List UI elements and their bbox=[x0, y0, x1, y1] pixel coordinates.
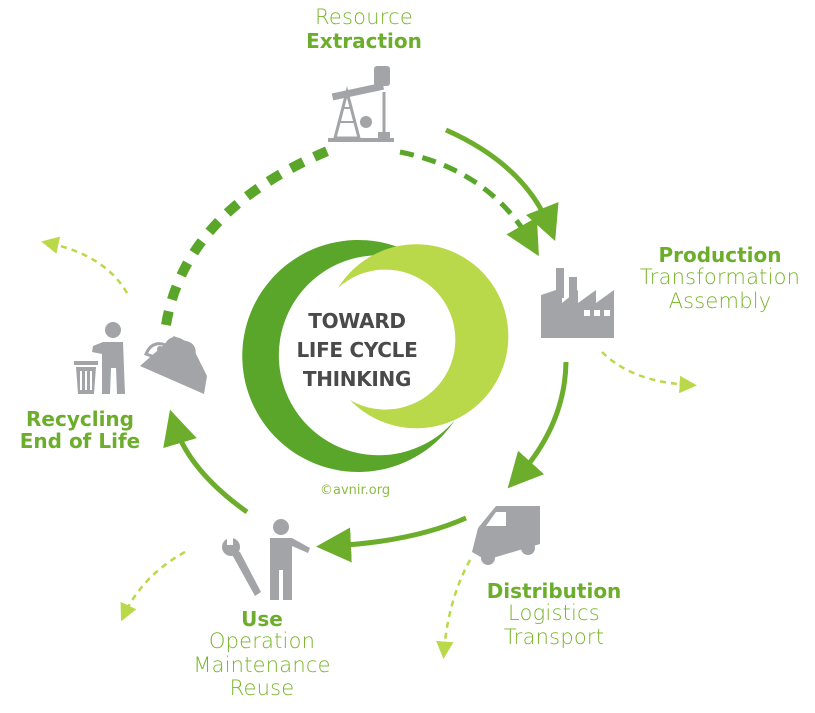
person-throwing-icon bbox=[92, 322, 125, 394]
stage-production-title: Production bbox=[658, 243, 782, 267]
wrench-icon bbox=[222, 536, 261, 596]
person-icon bbox=[270, 519, 310, 600]
waste-pile-icon bbox=[140, 336, 207, 394]
outflow-arrow-distribution bbox=[436, 559, 472, 659]
stage-recycling-line-2: End of Life bbox=[19, 429, 141, 454]
stage-use-title: Use bbox=[241, 607, 283, 631]
stage-use-label: Use Operation Maintenance Reuse bbox=[182, 608, 342, 701]
arrow-extraction-to-production bbox=[444, 127, 559, 242]
arrow-distribution-to-use bbox=[316, 515, 468, 563]
stage-distribution-label: Distribution Logistics Transport bbox=[480, 580, 628, 649]
stage-production-line-2: Assembly bbox=[668, 288, 772, 313]
delivery-truck-icon bbox=[472, 506, 540, 565]
arrow-extraction-to-production-dashed bbox=[399, 149, 539, 257]
stage-distribution-line-1: Logistics bbox=[508, 601, 600, 626]
stage-use-line-1: Operation bbox=[208, 629, 316, 654]
stage-recycling-label: Recycling End of Life bbox=[12, 408, 148, 453]
stage-production-line-1: Transformation bbox=[639, 265, 801, 290]
stage-recycling-line-1: Recycling bbox=[26, 407, 134, 431]
outflow-arrow-recycling bbox=[41, 236, 129, 294]
stage-distribution-title: Distribution bbox=[486, 579, 622, 603]
stage-extraction-label: Resource Extraction bbox=[296, 5, 432, 53]
outflow-arrow-production bbox=[601, 351, 697, 394]
stage-extraction-line-2: Extraction bbox=[306, 28, 422, 53]
credit-text: ©avnir.org bbox=[320, 483, 391, 498]
factory-icon bbox=[541, 268, 614, 338]
stage-production-label: Production Transformation Assembly bbox=[626, 244, 814, 313]
arrow-use-to-recycling bbox=[163, 409, 249, 515]
stage-extraction-line-1: Resource bbox=[315, 5, 413, 29]
outflow-arrow-use bbox=[120, 550, 186, 622]
trash-bin-icon bbox=[74, 361, 98, 394]
center-title-line-2: LIFE CYCLE bbox=[296, 338, 418, 362]
stage-use-line-3: Reuse bbox=[229, 676, 295, 701]
center-title-line-3: THINKING bbox=[302, 367, 412, 391]
stage-distribution-line-2: Transport bbox=[503, 624, 605, 649]
arrow-recycling-to-extraction-dashed bbox=[161, 145, 332, 326]
center-title-line-1: TOWARD bbox=[308, 309, 406, 333]
stage-use-line-2: Maintenance bbox=[193, 652, 331, 677]
oil-pump-jack-icon bbox=[328, 66, 394, 142]
arrow-production-to-distribution bbox=[507, 361, 569, 489]
center-title: TOWARD LIFE CYCLE THINKING bbox=[272, 307, 442, 394]
center-swirl-logo bbox=[242, 239, 509, 472]
